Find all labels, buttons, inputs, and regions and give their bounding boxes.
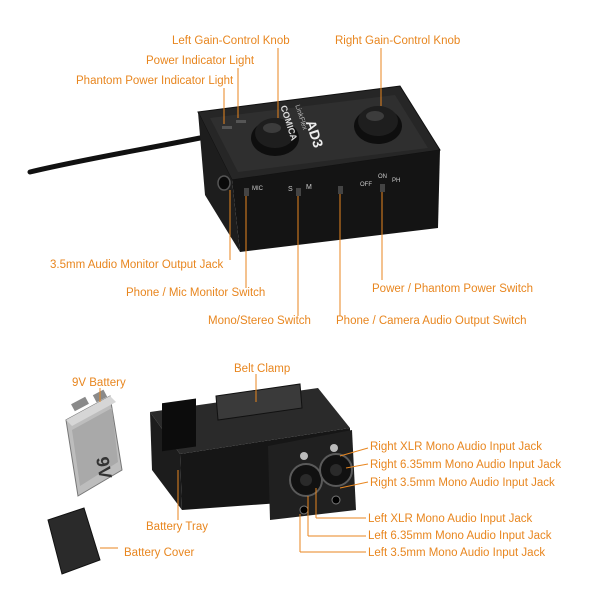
label-mono-stereo-switch: Mono/Stereo Switch [208,315,311,327]
cable [27,135,203,175]
switch-mark-off: OFF [360,182,372,188]
switch-mark-ph: PH [392,178,401,184]
label-left-635: Left 6.35mm Mono Audio Input Jack [368,530,552,542]
left-gain-knob [251,118,299,156]
switch-mark-m: M [306,184,312,191]
mono-stereo-switch [296,188,301,196]
label-right-635: Right 6.35mm Mono Audio Input Jack [370,459,562,471]
switch-mark-s: S [288,186,293,193]
power-indicator-light [236,120,246,123]
label-belt-clamp: Belt Clamp [234,363,291,375]
battery-cover [47,507,101,575]
label-battery-cover: Battery Cover [124,547,195,559]
right-gain-knob [354,106,402,144]
right-35-jack [331,495,341,505]
bottom-callouts [99,374,369,553]
label-power-light: Power Indicator Light [146,55,255,67]
label-battery-tray: Battery Tray [146,521,208,533]
label-battery-9v: 9V Battery [72,377,126,389]
battery-face-label: 9V [92,455,116,480]
label-left-35: Left 3.5mm Mono Audio Input Jack [368,547,546,559]
label-monitor-jack: 3.5mm Audio Monitor Output Jack [50,259,224,271]
phantom-indicator-light [222,126,232,129]
battery-tray-opening [162,398,196,452]
phone-camera-switch [338,186,343,194]
label-left-gain-knob: Left Gain-Control Knob [172,35,290,47]
label-right-35: Right 3.5mm Mono Audio Input Jack [370,477,555,489]
label-phantom-light: Phantom Power Indicator Light [76,75,234,87]
device-front-face [232,150,440,252]
top-device [27,85,441,252]
left-35-jack [299,505,309,515]
switch-mark-on: ON [378,174,387,180]
top-callouts [223,48,383,316]
label-power-phantom-switch: Power / Phantom Power Switch [372,283,534,295]
switch-mark-mic: MIC [252,186,263,192]
label-phone-mic-switch: Phone / Mic Monitor Switch [126,287,266,299]
battery-9v [65,389,123,497]
label-phone-camera-switch: Phone / Camera Audio Output Switch [336,315,527,327]
monitor-jack [217,175,231,191]
label-left-xlr: Left XLR Mono Audio Input Jack [368,513,533,525]
label-right-xlr: Right XLR Mono Audio Input Jack [370,441,542,453]
phone-mic-switch [244,188,249,196]
power-phantom-switch [380,184,385,192]
label-right-gain-knob: Right Gain-Control Knob [335,35,461,47]
bottom-device [150,383,356,520]
